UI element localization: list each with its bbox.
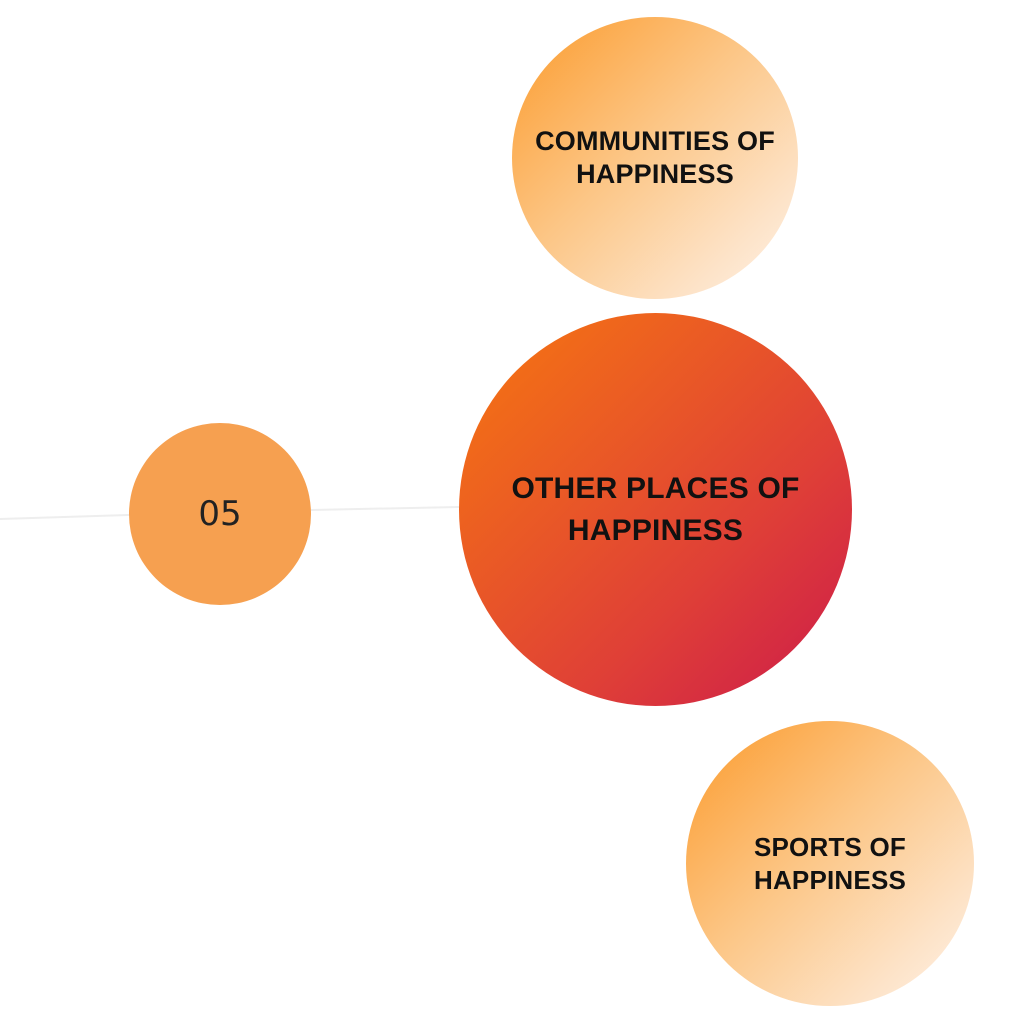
communities-of-happiness-circle[interactable]: COMMUNITIES OF HAPPINESS (512, 17, 798, 299)
connector-line-left (0, 514, 130, 520)
sports-of-happiness-circle[interactable]: SPORTS OF HAPPINESS (686, 721, 974, 1006)
step-number-label: 05 (198, 494, 242, 534)
connector-line-middle (310, 506, 460, 511)
other-places-of-happiness-circle[interactable]: OTHER PLACES OF HAPPINESS (459, 313, 852, 706)
sports-of-happiness-label: SPORTS OF HAPPINESS (753, 831, 907, 895)
other-places-of-happiness-label: OTHER PLACES OF HAPPINESS (511, 471, 800, 547)
step-number-circle[interactable]: 05 (129, 423, 311, 605)
communities-of-happiness-label: COMMUNITIES OF HAPPINESS (535, 126, 775, 189)
